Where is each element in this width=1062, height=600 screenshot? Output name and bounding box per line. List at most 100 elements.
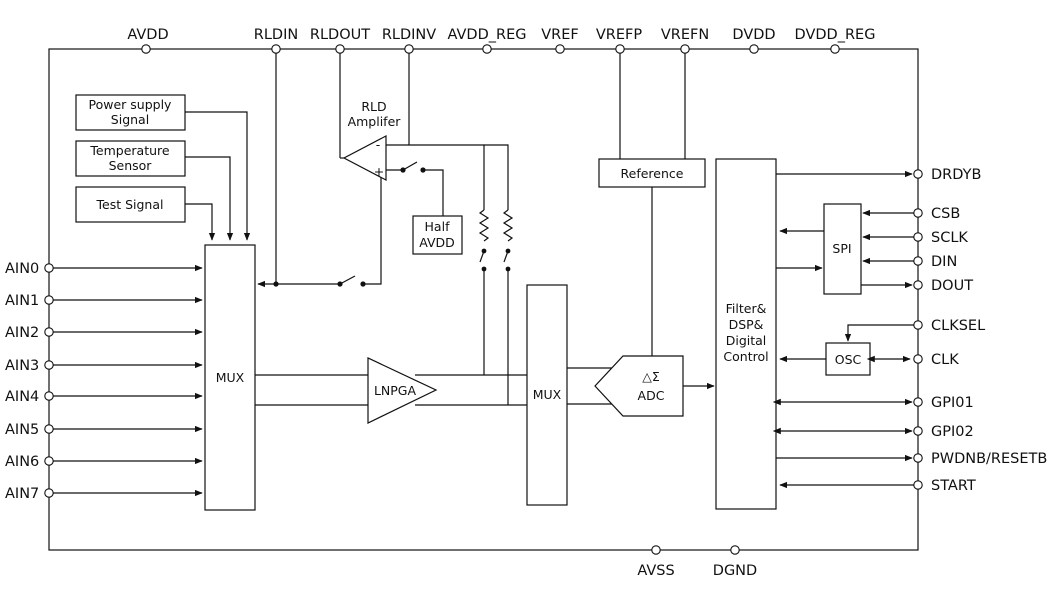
filter-label-line3: Digital (726, 333, 767, 348)
half-avdd-switch-to-block (423, 169, 444, 216)
adc-symbol: △Σ (642, 369, 660, 384)
pin-label-rldin: RLDIN (254, 27, 298, 43)
pin-label-ain6: AIN6 (5, 454, 39, 470)
pin-label-clksel: CLKSEL (931, 318, 985, 334)
power-supply-label-line2: Signal (111, 112, 149, 127)
reference-block (598, 158, 706, 188)
pin-marker-drdyb (913, 169, 923, 179)
power-supply-label-line1: Power supply (89, 97, 173, 112)
half-avdd-switch-blade (402, 161, 418, 171)
reference-label: Reference (621, 166, 684, 181)
right-pin-markers (913, 169, 923, 490)
pin-label-start: START (931, 478, 976, 494)
pin-label-din: DIN (931, 254, 957, 270)
top-pin-labels: AVDD RLDIN RLDOUT RLDINV AVDD_REG VREF V… (127, 27, 875, 43)
pin-marker-avss (651, 545, 661, 555)
spi-block (823, 203, 862, 295)
rld-amp-label-line2: Amplifer (348, 114, 402, 129)
pin-label-ain5: AIN5 (5, 422, 39, 438)
input-mux-label: MUX (216, 370, 245, 385)
pin-label-clk: CLK (931, 352, 959, 368)
pin-label-vref: VREF (541, 27, 579, 43)
rld-amp-minus-sign: - (376, 137, 381, 152)
rld-network-wire-a (409, 144, 485, 210)
rld-amplifier-symbol (342, 135, 387, 181)
half-avdd-label-line2: AVDD (419, 235, 455, 250)
resistor-a-switch-blade (479, 250, 485, 263)
pin-marker-dvdd-reg (830, 44, 840, 54)
filter-label-line4: Control (723, 349, 768, 364)
spi-label: SPI (832, 241, 851, 256)
input-mux-block (204, 244, 256, 511)
pin-marker-vrefp (615, 44, 625, 54)
pin-label-gpi01: GPI01 (931, 395, 974, 411)
pin-marker-sclk (913, 232, 923, 242)
pin-marker-ain0 (44, 263, 54, 273)
test-signal-label: Test Signal (96, 197, 164, 212)
pin-label-ain0: AIN0 (5, 261, 39, 277)
pin-label-avss: AVSS (637, 563, 674, 579)
temperature-to-mux (185, 156, 234, 241)
pin-label-drdyb: DRDYB (931, 167, 981, 183)
pin-marker-ain7 (44, 488, 54, 498)
pin-marker-clksel (913, 320, 923, 330)
rld-amp-label-line1: RLD (361, 99, 386, 114)
power-supply-signal-block (75, 94, 186, 131)
resistor-a (478, 209, 490, 242)
pin-marker-vrefn (680, 44, 690, 54)
pin-label-ain7: AIN7 (5, 486, 39, 502)
pin-label-csb: CSB (931, 206, 960, 222)
pin-label-gpi02: GPI02 (931, 424, 974, 440)
pin-marker-dgnd (730, 545, 740, 555)
rld-switch-blade (339, 275, 356, 285)
pin-marker-ain2 (44, 327, 54, 337)
adc-mux-block (526, 284, 568, 506)
filter-dsp-control-block (715, 158, 777, 510)
pin-label-dout: DOUT (931, 278, 973, 294)
pin-marker-ain4 (44, 391, 54, 401)
pin-marker-avdd-reg (482, 44, 492, 54)
pin-label-dgnd: DGND (713, 563, 757, 579)
pin-label-vrefp: VREFP (596, 27, 642, 43)
pin-marker-rldout (335, 44, 345, 54)
resistor-b-switch-blade (503, 250, 509, 263)
pin-label-rldout: RLDOUT (310, 27, 370, 43)
pin-label-avdd-reg: AVDD_REG (448, 27, 527, 43)
pin-marker-dout (913, 280, 923, 290)
filter-label-line2: DSP& (729, 317, 764, 332)
pin-marker-csb (913, 208, 923, 218)
test-signal-to-mux (185, 203, 216, 241)
analog-input-pins: AIN0 AIN1 AIN2 AIN3 AIN4 AIN5 AIN6 AIN7 (5, 261, 203, 502)
resistor-b (502, 209, 514, 242)
delta-sigma-adc-block (594, 355, 684, 417)
lnpga-label: LNPGA (374, 383, 417, 398)
pin-label-ain4: AIN4 (5, 389, 39, 405)
osc-label: OSC (835, 352, 862, 367)
pin-marker-vref (555, 44, 565, 54)
pin-label-sclk: SCLK (931, 230, 968, 246)
pin-label-rldinv: RLDINV (382, 27, 436, 43)
pin-marker-avdd (141, 44, 151, 54)
pin-label-dvdd: DVDD (732, 27, 775, 43)
test-signal-block (75, 186, 186, 223)
pin-marker-gpi01 (913, 397, 923, 407)
temperature-sensor-label-line2: Sensor (109, 158, 153, 173)
temperature-sensor-block (75, 140, 186, 177)
pin-label-ain3: AIN3 (5, 358, 39, 374)
half-avdd-block (412, 215, 463, 255)
pin-marker-ain6 (44, 456, 54, 466)
pin-label-ain1: AIN1 (5, 293, 39, 309)
rld-amp-plus-sign: + (374, 164, 384, 179)
pin-marker-rldin (271, 44, 281, 54)
right-pin-labels: DRDYB CSB SCLK DIN DOUT CLKSEL CLK GPI01… (931, 167, 1047, 494)
pin-label-pwdnb-resetb: PWDNB/RESETB (931, 451, 1047, 467)
pin-label-dvdd-reg: DVDD_REG (795, 27, 876, 43)
pin-marker-din (913, 256, 923, 266)
pin-marker-dvdd (749, 44, 759, 54)
pin-marker-ain1 (44, 295, 54, 305)
clksel-to-osc (844, 324, 914, 342)
pin-marker-start (913, 480, 923, 490)
pin-marker-rldinv (404, 44, 414, 54)
pin-label-vrefn: VREFN (661, 27, 709, 43)
